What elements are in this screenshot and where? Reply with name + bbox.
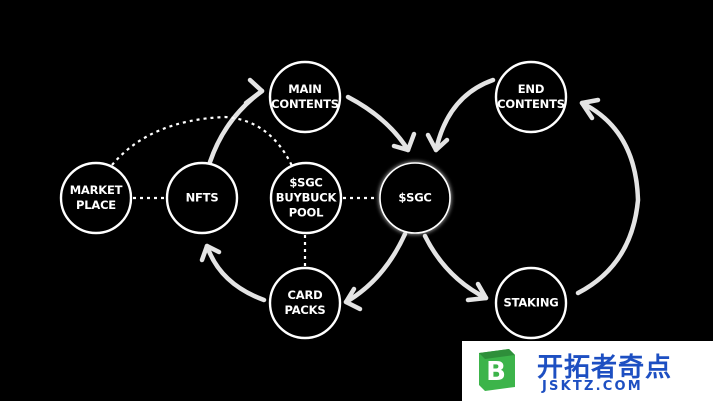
node-label-sgc: $SGC <box>398 191 431 205</box>
node-label-main-contents: CONTENTS <box>271 97 339 111</box>
arrowhead-sgc-to-staking <box>465 281 489 303</box>
arrowhead-nfts-to-main-contents <box>243 77 265 106</box>
node-label-card-packs: PACKS <box>285 303 326 317</box>
arrow-end-contents-to-sgc <box>433 77 496 153</box>
arrowhead-main-contents-to-sgc <box>391 131 417 153</box>
node-label-sgc-buyback-pool: $SGC <box>289 176 322 190</box>
node-label-main-contents: MAIN <box>288 82 321 96</box>
node-label-end-contents: CONTENTS <box>497 97 565 111</box>
node-label-market-place: PLACE <box>76 198 116 212</box>
node-label-sgc-buyback-pool: BUYBUCK <box>276 191 338 205</box>
arrow-staking-to-end-contents <box>575 100 641 296</box>
node-label-staking: STAKING <box>504 296 559 310</box>
arrow-sgc-to-card-packs <box>343 231 408 305</box>
node-staking: STAKING <box>494 266 568 340</box>
node-circle-sgc-buyback-pool <box>269 161 343 235</box>
node-label-nfts: NFTS <box>186 191 219 205</box>
watermark-badge: B 开拓者奇点 JSKTZ.COM <box>462 341 713 401</box>
node-sgc: $SGC <box>379 162 451 234</box>
watermark-url: JSKTZ.COM <box>542 379 643 394</box>
node-label-end-contents: END <box>518 82 544 96</box>
watermark-name: 开拓者奇点 <box>537 353 673 383</box>
node-nfts: NFTS <box>165 161 239 235</box>
node-circle-card-packs <box>268 266 342 340</box>
node-label-market-place: MARKET <box>70 183 123 197</box>
brand-logo-icon: B <box>479 349 515 391</box>
node-circle-main-contents <box>268 60 342 134</box>
arrow-main-contents-to-sgc <box>345 94 411 153</box>
node-label-card-packs: CARD <box>288 288 323 302</box>
arrow-card-packs-to-nfts <box>204 243 267 303</box>
arrowhead-end-contents-to-sgc <box>425 132 450 153</box>
dotted-link-market-place-to-sgc-buyback-pool <box>111 115 293 167</box>
nodes: MAINCONTENTSENDCONTENTSMARKETPLACENFTS$S… <box>59 60 568 340</box>
node-circle-staking <box>494 266 568 340</box>
arrowhead-sgc-to-card-packs <box>343 286 363 312</box>
node-circle-end-contents <box>494 60 568 134</box>
connectors <box>111 77 641 312</box>
node-label-sgc-buyback-pool: POOL <box>289 206 324 220</box>
arrowhead-staking-to-end-contents <box>579 97 601 121</box>
brand-logo-letter: B <box>486 357 506 387</box>
arrow-nfts-to-main-contents <box>207 88 265 165</box>
arrowhead-card-packs-to-nfts <box>199 243 222 263</box>
node-circle-market-place <box>59 161 133 235</box>
node-circle-sgc <box>379 162 451 234</box>
node-circle-nfts <box>165 161 239 235</box>
arrow-sgc-to-staking <box>422 233 489 301</box>
